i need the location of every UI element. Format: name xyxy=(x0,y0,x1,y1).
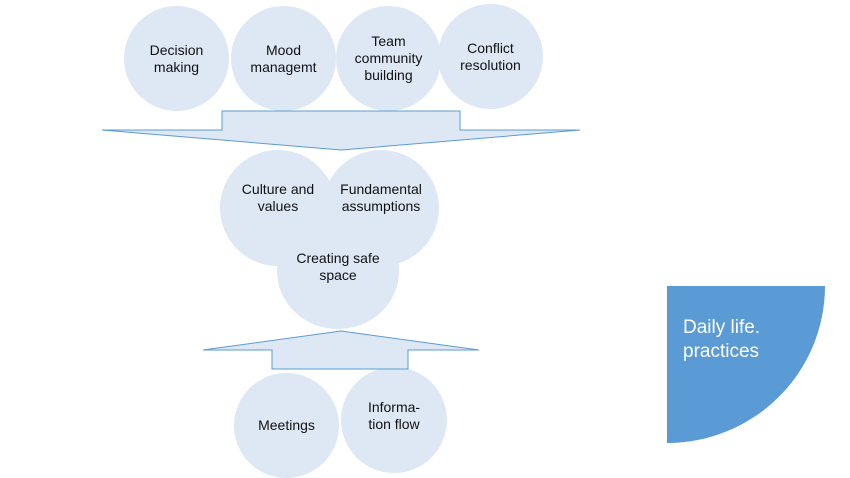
circle-label: Team community building xyxy=(354,33,423,83)
circle-label: Mood managemt xyxy=(250,41,317,75)
circle-label: Conflict resolution xyxy=(460,39,521,73)
circle-meetings: Meetings xyxy=(234,373,339,478)
circle-label: Meetings xyxy=(258,417,315,433)
up-arrow-icon xyxy=(202,330,480,370)
circle-conflict-resolution: Conflict resolution xyxy=(438,4,543,109)
callout-label: Daily life. practices xyxy=(683,317,761,362)
circle-label: Fundamental assumptions xyxy=(340,181,422,214)
circle-label: Creating safe space xyxy=(296,250,380,283)
circle-team-community-building: Team community building xyxy=(336,6,441,111)
circle-mood-management: Mood managemt xyxy=(231,6,336,111)
down-arrow-icon xyxy=(101,110,581,151)
circle-creating-safe-space: Creating safe space xyxy=(277,213,399,329)
circle-information-flow: Informa- tion flow xyxy=(341,367,447,473)
circle-culture-and-values: Culture and values xyxy=(220,150,336,266)
circle-label: Culture and values xyxy=(241,181,315,214)
circle-label: Informa- tion flow xyxy=(367,399,421,432)
circle-decision-making: Decision making xyxy=(124,6,229,111)
circle-label: Decision making xyxy=(149,41,204,75)
